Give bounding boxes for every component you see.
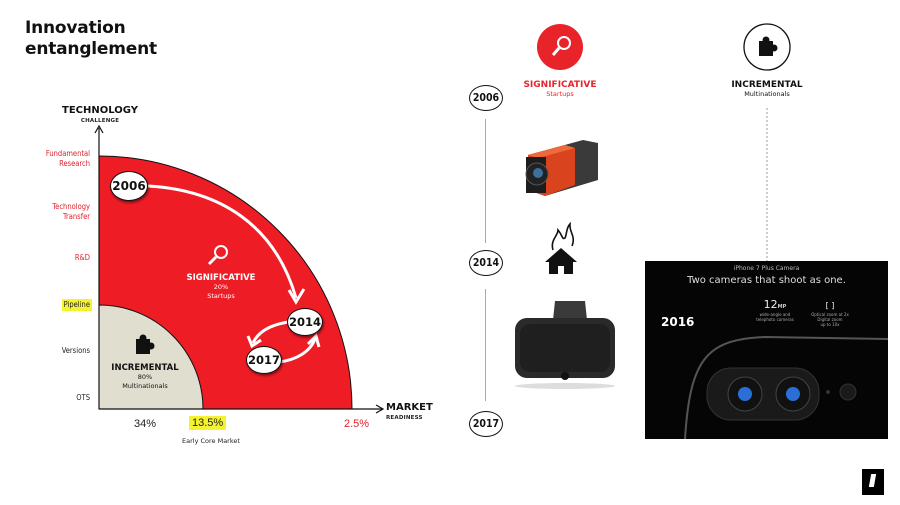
timeline-year-2006: 2006 — [469, 85, 503, 111]
photo-spec-zoom: [ ] Optical zoom at 2x Digital zoom up t… — [811, 301, 849, 327]
timeline-year-2014: 2014 — [469, 250, 503, 276]
arrow-head-2017 — [246, 335, 262, 349]
y-axis-subtitle: CHALLENGE — [80, 118, 120, 124]
photo-caption-small: iPhone 7 Plus Camera — [733, 265, 800, 272]
x-label-2-5: 2.5% — [344, 418, 370, 430]
arrow-2017-2014 — [278, 338, 317, 364]
vr-headset-image — [515, 301, 615, 389]
photo-spec-megapixels: 12MP wide-angle and telephoto cameras — [756, 298, 794, 322]
x-axis-title: MARKET READINESS — [386, 402, 433, 424]
magnifier-icon — [207, 245, 228, 266]
house-fire-icon — [545, 221, 577, 274]
photo-caption-large: Two cameras that shoot as one. — [687, 275, 846, 286]
chart-year-2014: 2014 — [287, 308, 323, 336]
arrow-2006-2014 — [147, 184, 298, 299]
incremental-zone-label: INCREMENTAL 80% Multinationals — [111, 363, 179, 391]
chart-year-2017: 2017 — [246, 346, 282, 374]
y-axis-title-text: TECHNOLOGY — [62, 105, 138, 116]
photo-year: 2016 — [661, 315, 695, 329]
brand-logo — [862, 469, 884, 495]
y-axis-arrow — [94, 124, 104, 134]
chart-year-2006: 2006 — [110, 171, 148, 201]
x-label-34: 34% — [134, 418, 157, 430]
title-line-1: Innovation — [25, 18, 126, 38]
puzzle-icon — [136, 334, 155, 354]
legend-incremental: INCREMENTAL Multinationals — [731, 80, 803, 98]
y-label-rnd: R&D — [74, 253, 90, 262]
y-label-pipeline: Pipeline — [61, 299, 92, 311]
arrow-head-2014 — [287, 288, 306, 305]
x-axis-title-text: MARKET — [386, 402, 433, 413]
iphone-camera-graphic — [684, 335, 888, 439]
y-axis-title: TECHNOLOGY CHALLENGE — [60, 105, 140, 127]
legend-magnifier-icon — [551, 36, 571, 56]
timeline-year-2017: 2017 — [469, 411, 503, 437]
incremental-zone — [98, 304, 204, 410]
x-label-13-5: 13.5% — [189, 416, 227, 430]
iphone-camera-photo: iPhone 7 Plus Camera Two cameras that sh… — [645, 261, 888, 439]
timeline-line-1 — [485, 119, 486, 243]
legend-puzzle-icon — [759, 36, 778, 56]
early-core-market-note: Early Core Market — [182, 437, 240, 445]
arrow-head-2014b — [306, 333, 321, 348]
x-axis-subtitle: READINESS — [386, 415, 423, 421]
page-title: Innovation entanglement — [25, 18, 157, 60]
y-label-ots: OTS — [76, 393, 90, 402]
y-label-versions: Versions — [61, 346, 90, 355]
significative-zone-label: SIGNIFICATIVE 20% Startups — [186, 273, 256, 301]
timeline-line-2 — [485, 289, 486, 401]
title-line-2: entanglement — [25, 39, 157, 59]
x-axis-arrow — [375, 404, 385, 414]
legend-significative: SIGNIFICATIVE Startups — [523, 80, 597, 98]
arrow-2014-2017 — [251, 320, 289, 344]
camera-image — [525, 140, 598, 196]
